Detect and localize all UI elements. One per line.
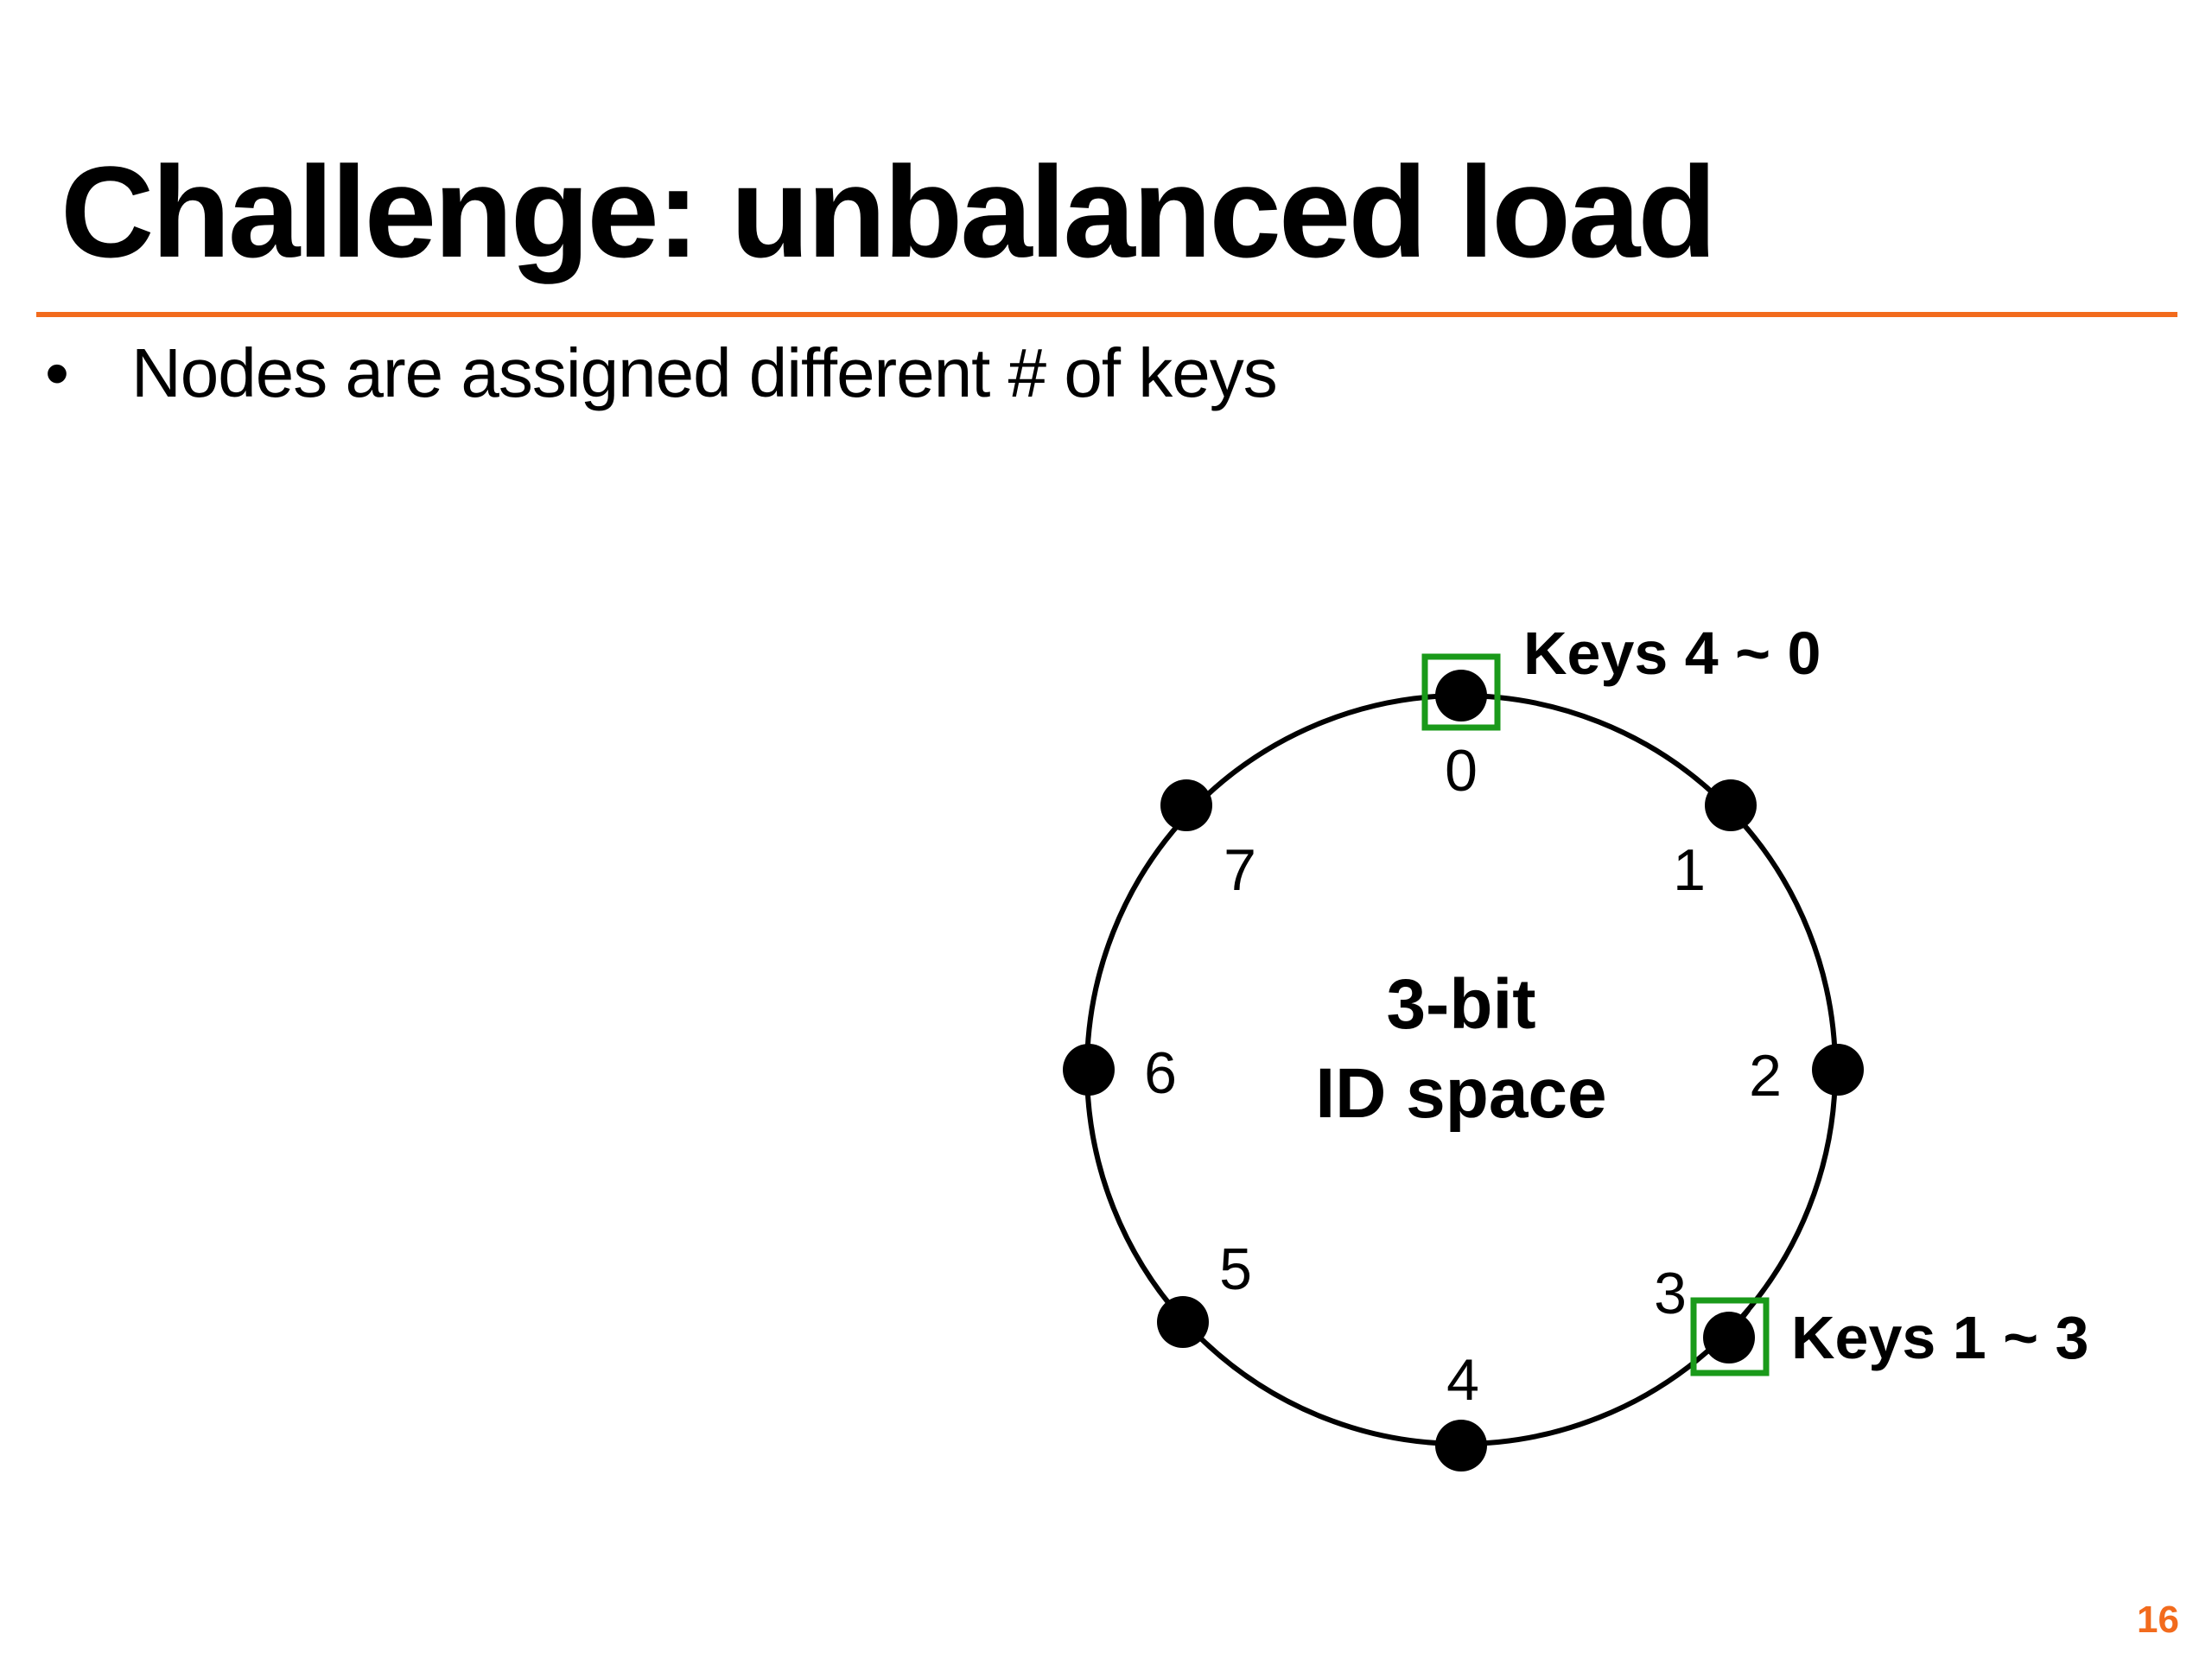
node-label-2: 2 [1749, 1043, 1782, 1109]
node-label-3: 3 [1654, 1261, 1687, 1326]
node-label-6: 6 [1144, 1040, 1177, 1106]
bullet-item: • Nodes are assigned different # of keys [45, 334, 1278, 411]
node-dot-2 [1812, 1044, 1864, 1096]
key-range-label-node-0: Keys 4 ~ 0 [1523, 620, 1821, 687]
title-divider [36, 312, 2177, 317]
node-dot-4 [1435, 1420, 1487, 1471]
key-range-label-node-3: Keys 1 ~ 3 [1791, 1304, 2088, 1371]
center-label-line2: ID space [1315, 1054, 1606, 1133]
node-label-4: 4 [1446, 1347, 1479, 1413]
node-label-0: 0 [1445, 738, 1478, 804]
node-dot-1 [1705, 779, 1757, 831]
node-label-1: 1 [1673, 837, 1706, 903]
page-number: 16 [2137, 1599, 2179, 1641]
node-label-5: 5 [1219, 1236, 1252, 1302]
node-label-7: 7 [1224, 837, 1256, 903]
active-node-box-0 [1421, 653, 1501, 731]
node-dot-0 [1435, 670, 1487, 721]
active-node-box-3 [1690, 1297, 1770, 1376]
node-dot-5 [1157, 1296, 1209, 1348]
bullet-text: Nodes are assigned different # of keys [131, 334, 1278, 411]
node-dot-6 [1063, 1044, 1115, 1096]
center-label-line1: 3-bit [1386, 965, 1535, 1044]
node-dot-7 [1160, 779, 1212, 831]
slide-title: Challenge: unbalanced load [60, 139, 1717, 284]
node-3-tick [1713, 1308, 1751, 1357]
bullet-marker: • [45, 334, 69, 411]
